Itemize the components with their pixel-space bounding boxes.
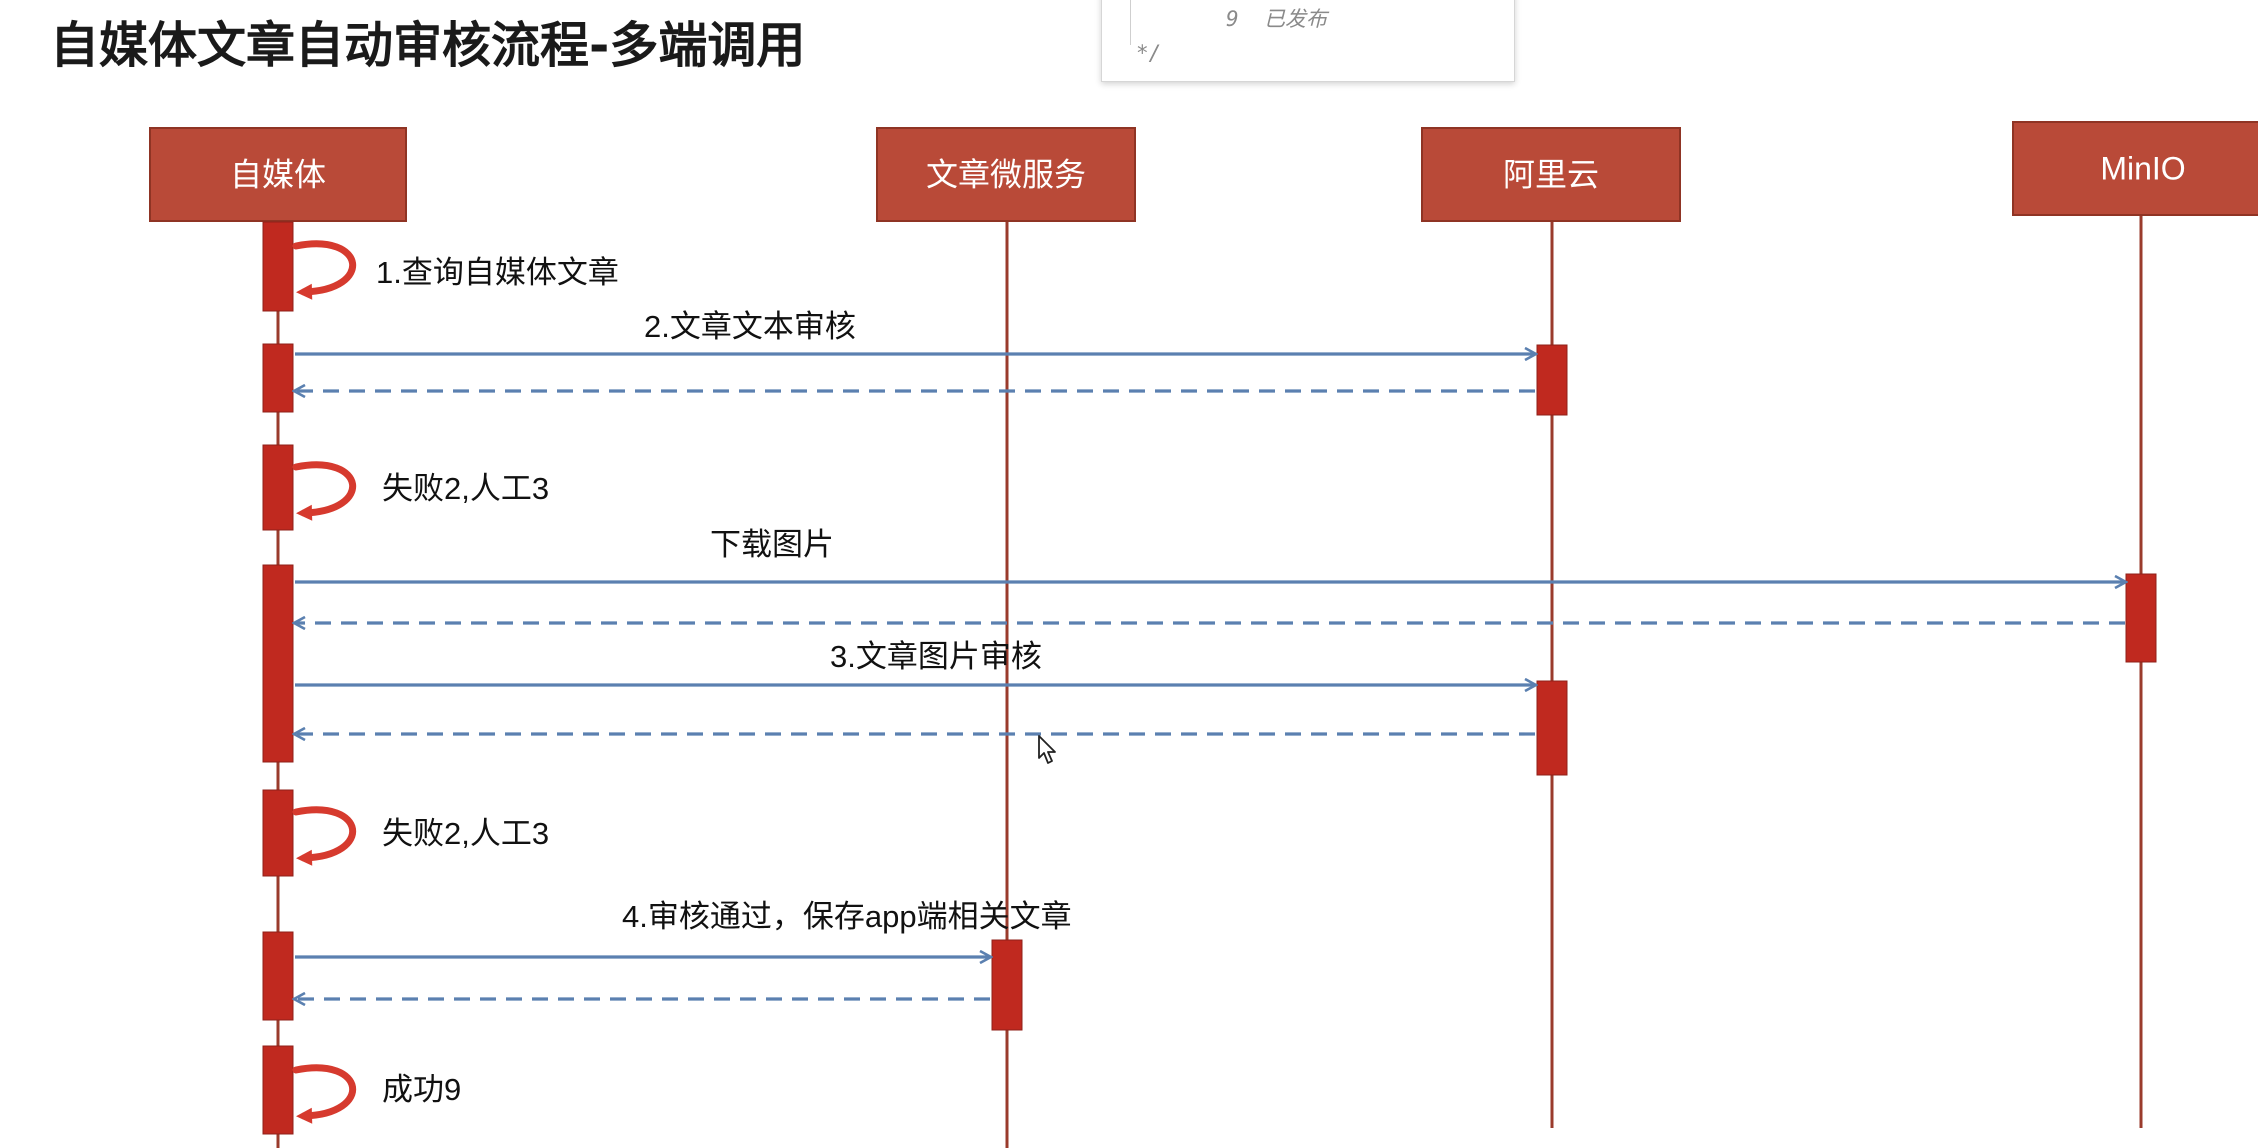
actor-article: 文章微服务 bbox=[876, 127, 1136, 222]
code-comment-end: */ bbox=[1136, 41, 1162, 65]
activation-bar-article bbox=[991, 939, 1023, 1031]
code-line-text: 已发布 bbox=[1263, 7, 1327, 31]
self-call-loop bbox=[292, 461, 357, 521]
message-label: 下载图片 bbox=[710, 527, 834, 562]
activation-bar-aliyun bbox=[1536, 680, 1568, 776]
actor-box bbox=[876, 127, 1136, 222]
activation-bar-media bbox=[262, 1045, 294, 1135]
activation-bar-media bbox=[262, 789, 294, 877]
activation-bar-media bbox=[262, 564, 294, 763]
message-label: 失败2,人工3 bbox=[382, 816, 549, 851]
actor-box bbox=[1421, 127, 1681, 222]
actor-box bbox=[2012, 121, 2258, 216]
activation-bar-aliyun bbox=[1536, 344, 1568, 416]
mouse-cursor-icon bbox=[1038, 735, 1056, 764]
self-call-loop bbox=[292, 240, 357, 300]
message-label: 成功9 bbox=[382, 1072, 461, 1107]
actor-label: 阿里云 bbox=[1503, 157, 1599, 193]
message-label: 1.查询自媒体文章 bbox=[376, 255, 619, 290]
actor-label: 文章微服务 bbox=[926, 157, 1086, 193]
actor-aliyun: 阿里云 bbox=[1421, 127, 1681, 222]
actor-label: MinIO bbox=[2100, 151, 2185, 187]
activation-bar-media bbox=[262, 931, 294, 1021]
message-label: 3.文章图片审核 bbox=[830, 639, 1042, 674]
message-label: 2.文章文本审核 bbox=[644, 309, 856, 344]
actor-minio: MinIO bbox=[2012, 121, 2258, 216]
activation-bar-minio bbox=[2125, 573, 2157, 663]
code-popup: 9 已发布 */ bbox=[1101, 0, 1515, 82]
activation-bar-media bbox=[262, 221, 294, 312]
activation-bar-media bbox=[262, 343, 294, 413]
code-line: 9 已发布 bbox=[1226, 3, 1327, 33]
code-line-number: 9 bbox=[1226, 7, 1239, 31]
self-call-loop bbox=[292, 806, 357, 866]
message-label: 失败2,人工3 bbox=[382, 471, 549, 506]
actor-box bbox=[149, 127, 407, 222]
code-gutter bbox=[1130, 0, 1131, 45]
activation-bar-media bbox=[262, 444, 294, 531]
page-title: 自媒体文章自动审核流程-多端调用 bbox=[50, 17, 806, 74]
actor-media: 自媒体 bbox=[149, 127, 407, 222]
actor-label: 自媒体 bbox=[230, 157, 326, 193]
self-call-loop bbox=[292, 1064, 357, 1124]
message-label: 4.审核通过，保存app端相关文章 bbox=[622, 899, 1072, 934]
